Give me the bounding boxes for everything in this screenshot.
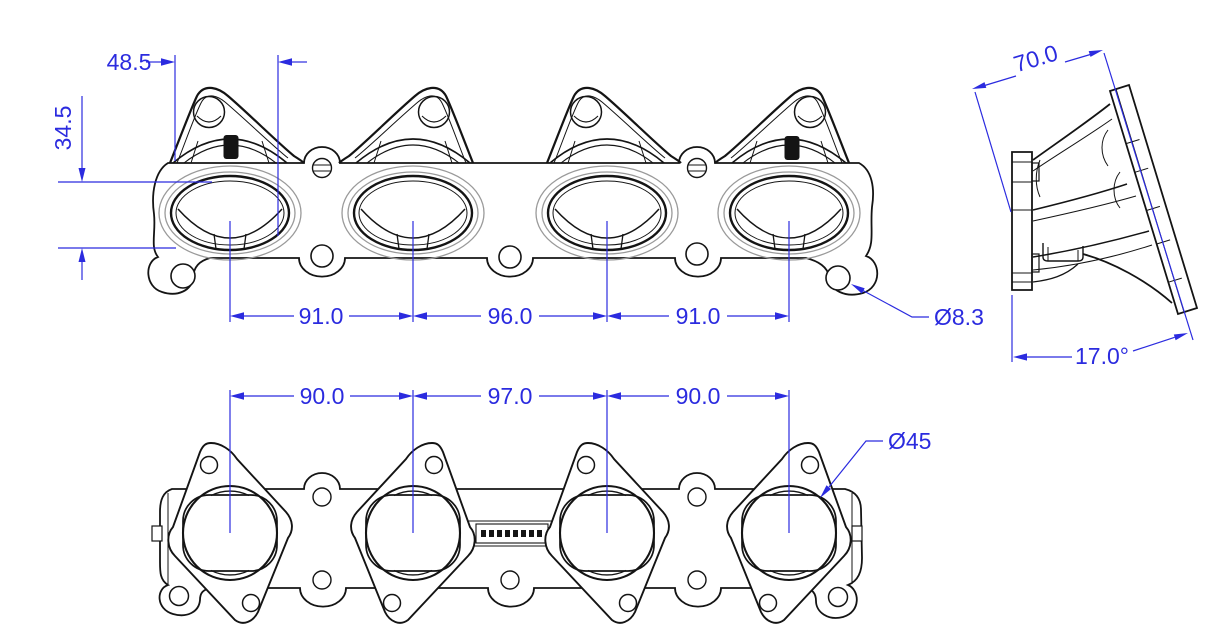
bolt-hole xyxy=(498,245,522,269)
leader-hole-diameter: Ø8.3 xyxy=(851,284,984,330)
bolt-hole xyxy=(168,585,190,607)
bolt-hole-8-3 xyxy=(825,265,851,291)
dim-face-spacing-2: 97.0 xyxy=(488,383,533,409)
profile-boss xyxy=(1042,243,1084,262)
dim-port-diameter: Ø45 xyxy=(888,428,931,454)
side-elevation-view xyxy=(147,86,879,296)
profile-left-flange xyxy=(1011,151,1033,291)
bolt-hole xyxy=(500,570,520,590)
bolt-hole xyxy=(310,244,334,268)
dimensions-profile-view: 70.0 17.0° xyxy=(972,39,1194,369)
end-tab xyxy=(151,525,163,542)
serial-strip xyxy=(456,520,568,547)
dimensions-side-view: 48.5 34.5 91.0 96.0 91.0 Ø8.3 xyxy=(50,49,984,330)
bolt-hole xyxy=(312,570,332,590)
end-tab xyxy=(851,525,863,542)
bolt-hole xyxy=(827,586,849,608)
dimensions-face-view: 90.0 97.0 90.0 Ø45 xyxy=(229,383,931,533)
dim-offset-vertical: 34.5 xyxy=(50,106,76,151)
dim-port-spacing-3: 91.0 xyxy=(676,303,721,329)
face-band-outline xyxy=(158,472,863,619)
bolt-hole xyxy=(687,570,707,590)
bolt-hole xyxy=(685,242,709,266)
gasket-face-view xyxy=(151,441,863,624)
bracket-3 xyxy=(545,86,683,165)
dim-face-spacing-1: 90.0 xyxy=(300,383,345,409)
dim-port-spacing-1: 91.0 xyxy=(299,303,344,329)
bolt-hole xyxy=(312,487,332,507)
bracket-4 xyxy=(713,86,851,165)
dim-hole-diameter: Ø8.3 xyxy=(934,304,984,330)
dim-flange-angle: 17.0° xyxy=(1075,343,1129,369)
leader-port-diameter: Ø45 xyxy=(820,428,931,498)
sensor-boss xyxy=(223,135,239,159)
profile-view xyxy=(1011,83,1199,316)
bolt-hole xyxy=(687,487,707,507)
bolt-hole xyxy=(170,263,196,289)
sensor-boss xyxy=(784,136,800,160)
dim-port-spacing-2: 96.0 xyxy=(488,303,533,329)
dim-face-spacing-3: 90.0 xyxy=(676,383,721,409)
dim-offset-horizontal: 48.5 xyxy=(107,49,152,75)
bracket-2 xyxy=(337,86,475,165)
slotted-screw xyxy=(311,157,333,179)
dim-runner-depth: 70.0 xyxy=(1010,39,1060,77)
slotted-screw xyxy=(686,157,708,179)
profile-head-flange xyxy=(1108,83,1199,316)
